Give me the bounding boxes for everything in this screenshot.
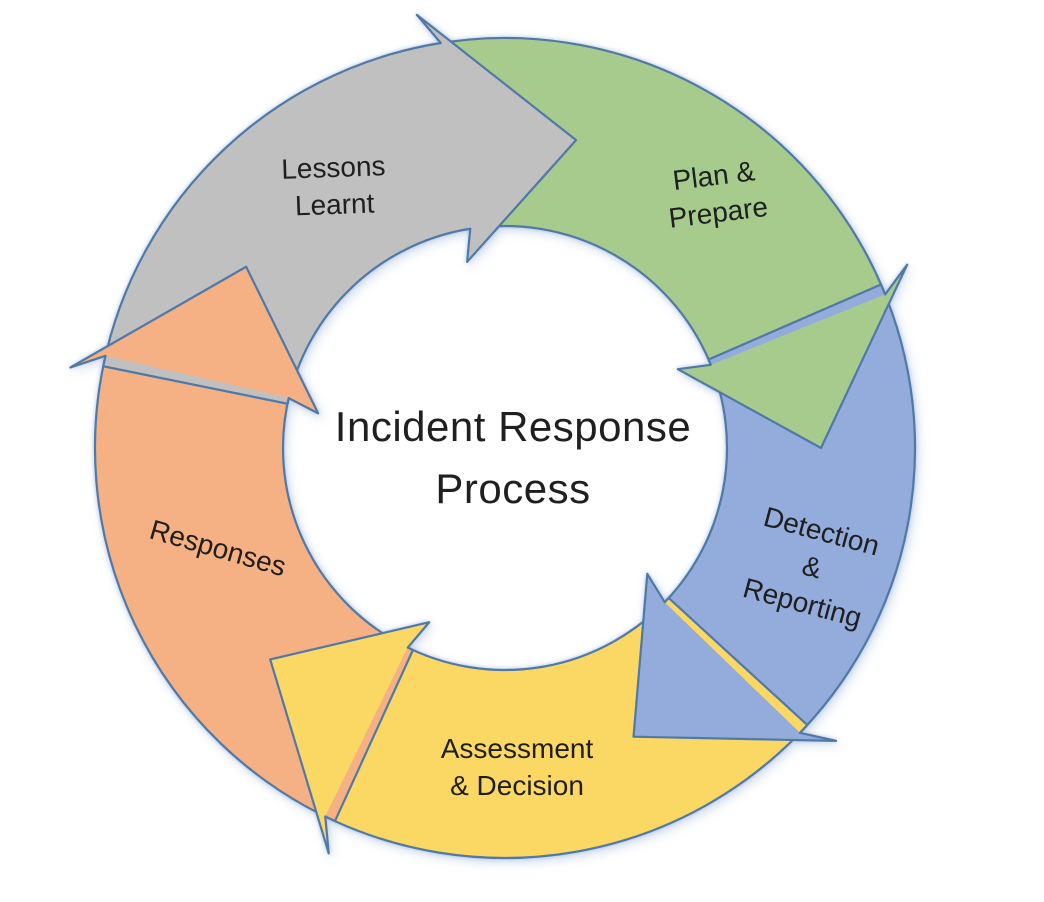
segment-label-plan-prepare: Plan & Prepare — [662, 151, 770, 237]
segment-arrowhead-plan-prepare — [676, 263, 909, 450]
diagram-title-line-1: Incident Response — [334, 403, 692, 450]
label-line: & Decision — [450, 770, 584, 801]
label-line: Assessment — [440, 733, 594, 764]
segment-arc-detection-reporting — [659, 283, 917, 742]
label-line: Learnt — [294, 187, 375, 222]
diagram-title-line-2: Process — [435, 465, 591, 512]
segment-arrowhead-responses — [69, 265, 320, 415]
diagram-title: Incident Response Process — [335, 396, 691, 520]
segment-label-assessment-decision: Assessment & Decision — [441, 730, 594, 804]
segment-arrowhead-lessons-learnt — [415, 13, 578, 263]
segment-label-lessons-learnt: Lessons Learnt — [281, 147, 388, 225]
segment-arrowhead-assessment-decision — [269, 621, 431, 855]
label-line: Lessons — [280, 150, 387, 185]
segment-arrowhead-detection-reporting — [632, 572, 838, 742]
